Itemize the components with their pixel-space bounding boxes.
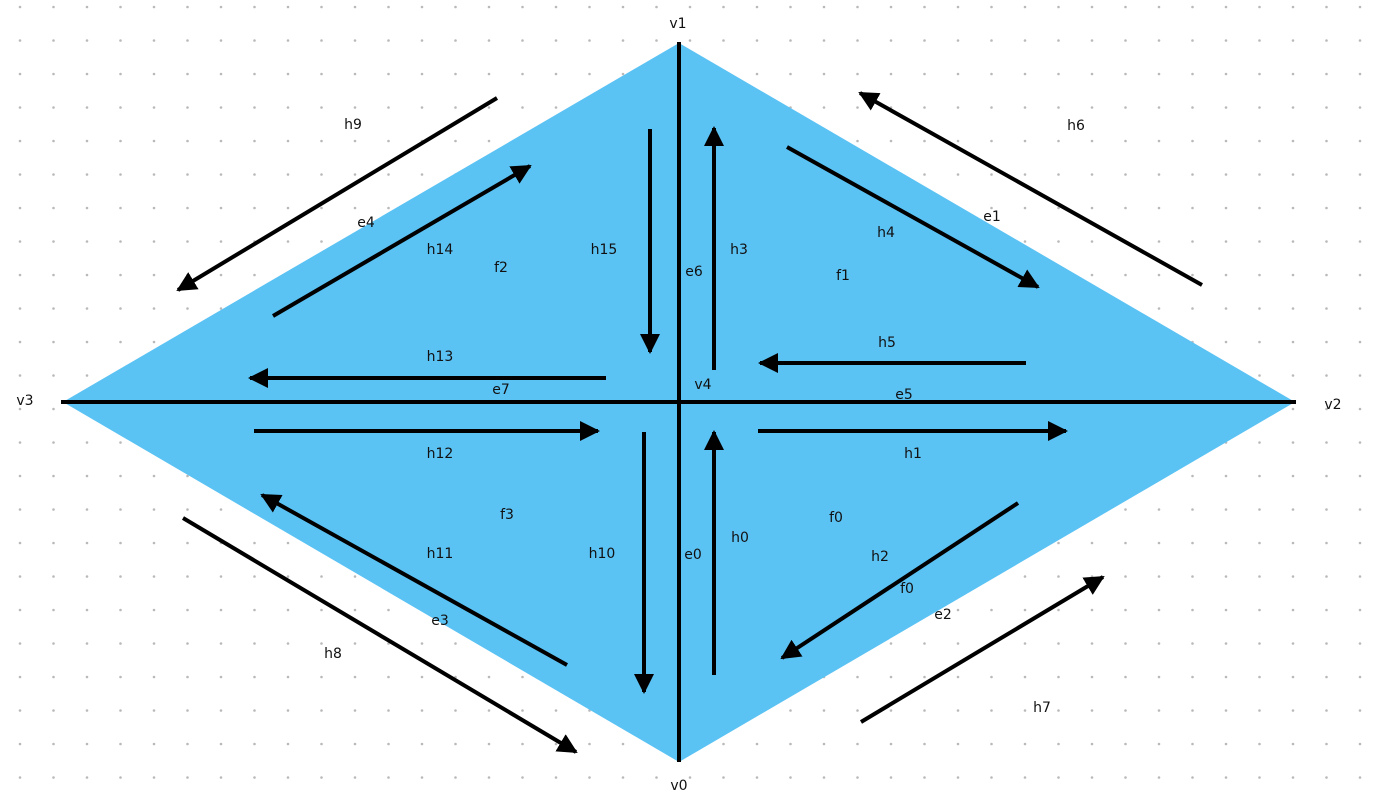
halfedge-label-h15: h15 bbox=[591, 242, 618, 258]
halfedge-arrow-h11 bbox=[260, 493, 568, 667]
halfedge-label-h5: h5 bbox=[878, 335, 896, 351]
face-label-f3: f3 bbox=[500, 507, 514, 523]
halfedge-label-h14: h14 bbox=[427, 242, 454, 258]
halfedge-arrow-h9 bbox=[176, 96, 499, 292]
halfedge-label-h7: h7 bbox=[1033, 700, 1051, 716]
halfedge-arrow-h4 bbox=[786, 145, 1040, 289]
vertex-label-v2: v2 bbox=[1324, 397, 1341, 413]
halfedge-label-h13: h13 bbox=[427, 349, 454, 365]
halfedge-label-h2: h2 bbox=[871, 549, 889, 565]
halfedge-arrow-h14 bbox=[271, 164, 532, 318]
edge-label-e3: e3 bbox=[431, 613, 449, 629]
vertex-label-v1: v1 bbox=[669, 16, 686, 32]
halfedge-arrow-h7 bbox=[859, 575, 1105, 724]
edge-label-e6: e6 bbox=[685, 264, 703, 280]
face-label-f2: f2 bbox=[494, 260, 508, 276]
edge-label-e0: e0 bbox=[684, 547, 702, 563]
vertex-label-v0: v0 bbox=[670, 778, 687, 794]
edge-label-e5: e5 bbox=[895, 387, 913, 403]
halfedge-label-h3: h3 bbox=[730, 242, 748, 258]
face-label-f0-secondary: f0 bbox=[900, 581, 914, 597]
halfedge-label-h1: h1 bbox=[904, 446, 922, 462]
halfedge-label-h0: h0 bbox=[731, 530, 749, 546]
halfedge-label-h12: h12 bbox=[427, 446, 454, 462]
vertex-label-v3: v3 bbox=[16, 393, 33, 409]
edge-label-e1: e1 bbox=[983, 209, 1001, 225]
halfedge-label-h9: h9 bbox=[344, 117, 362, 133]
halfedge-label-h8: h8 bbox=[324, 646, 342, 662]
halfedge-label-h10: h10 bbox=[589, 546, 616, 562]
halfedge-label-h6: h6 bbox=[1067, 118, 1085, 134]
edge-label-e7: e7 bbox=[492, 382, 510, 398]
halfedge-label-h11: h11 bbox=[427, 546, 454, 562]
edge-label-e4: e4 bbox=[357, 215, 375, 231]
halfedge-label-h4: h4 bbox=[877, 225, 895, 241]
halfedge-arrow-h2 bbox=[780, 501, 1020, 660]
vertex-label-v4: v4 bbox=[694, 377, 711, 393]
face-label-f0: f0 bbox=[829, 510, 843, 526]
half-edge-arrows bbox=[176, 91, 1203, 754]
halfedge-arrow-h6 bbox=[858, 91, 1203, 287]
face-label-f1: f1 bbox=[836, 268, 850, 284]
edge-label-e2: e2 bbox=[934, 607, 952, 623]
halfedge-arrow-h8 bbox=[181, 516, 578, 754]
